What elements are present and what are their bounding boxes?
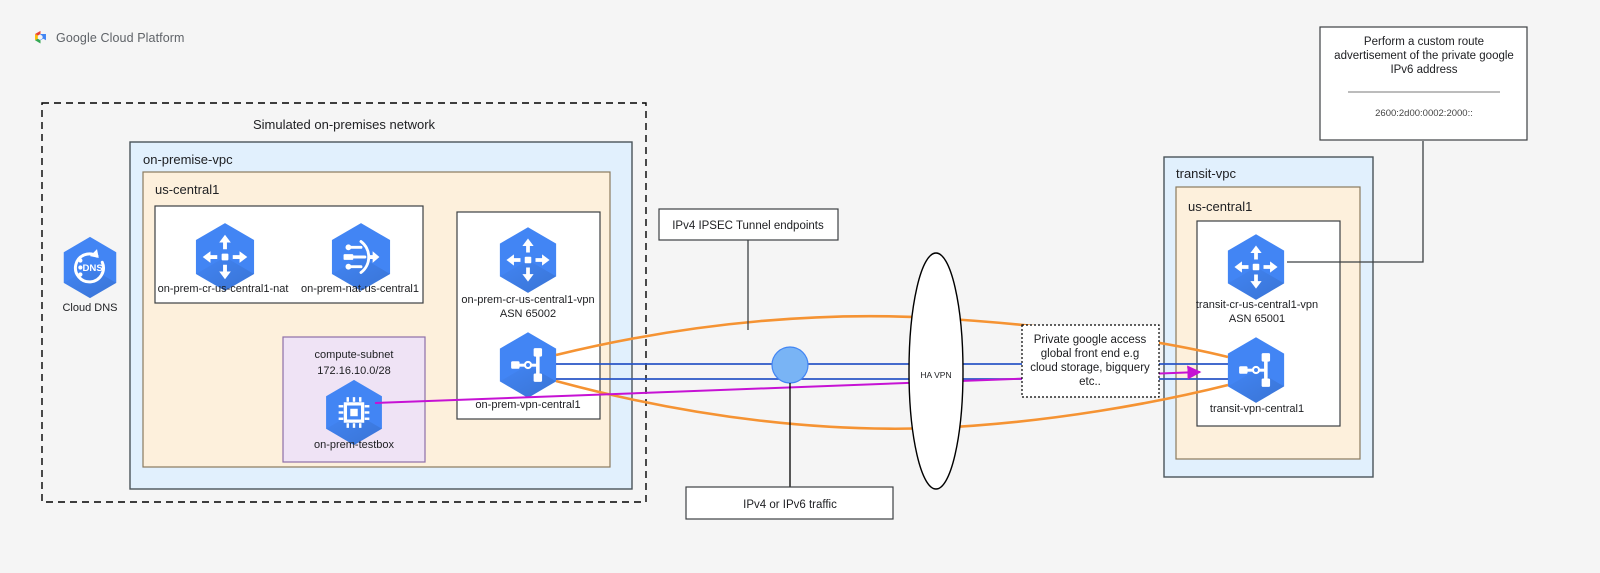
node-on-prem-cr-nat[interactable]: on-prem-cr-us-central1-nat	[158, 223, 289, 295]
transit-cr-vpn-label: transit-cr-us-central1-vpn	[1196, 299, 1318, 311]
node-on-prem-testbox[interactable]: on-prem-testbox	[314, 379, 395, 451]
private-google-access-note	[1021, 324, 1160, 398]
pga-line-4: etc..	[1079, 376, 1101, 388]
node-on-prem-nat[interactable]: on-prem-nat-us-central1	[301, 222, 419, 295]
cloud-dns-icon	[62, 236, 118, 299]
pga-line-2: global front end e.g	[1041, 348, 1139, 360]
on-prem-vpn-gateway-label: on-prem-vpn-central1	[475, 399, 580, 411]
transit-cr-vpn-asn: ASN 65001	[1229, 313, 1285, 325]
ha-vpn-boundary	[908, 252, 964, 490]
simulated-on-premises-boundary	[41, 102, 647, 503]
custom-route-address: 2600:2d00:0002:2000::	[1375, 108, 1473, 119]
ipsec-note-box	[658, 208, 839, 241]
on-premise-vpc-label: on-premise-vpc	[143, 152, 233, 167]
node-transit-cr-vpn[interactable]: transit-cr-us-central1-vpn ASN 65001	[1196, 234, 1318, 325]
compute-subnet-name: compute-subnet	[315, 349, 394, 361]
google-cloud-logo-icon	[35, 30, 46, 44]
tunnel-endpoint-marker[interactable]	[771, 346, 809, 384]
pga-line-3: cloud storage, bigquery	[1030, 362, 1150, 374]
on-premise-region-label: us-central1	[155, 182, 219, 197]
on-prem-nat-label: on-prem-nat-us-central1	[301, 283, 419, 295]
on-prem-cr-vpn-label: on-prem-cr-us-central1-vpn	[461, 294, 594, 306]
compute-subnet-cidr: 172.16.10.0/28	[317, 365, 390, 377]
gcp-brand: Google Cloud Platform	[32, 29, 185, 46]
on-prem-testbox-label: on-prem-testbox	[314, 439, 395, 451]
node-transit-vpn-gateway[interactable]: transit-vpn-central1	[1210, 337, 1304, 415]
on-prem-cr-nat-label: on-prem-cr-us-central1-nat	[158, 283, 289, 295]
traffic-note-box	[685, 486, 894, 520]
gcp-wordmark: Google Cloud Platform	[56, 30, 185, 45]
simulated-on-premises-label: Simulated on-premises network	[253, 117, 436, 132]
ha-vpn-label: HA VPN	[920, 370, 951, 380]
custom-route-note-leader	[1287, 141, 1424, 263]
transit-region-label: us-central1	[1188, 199, 1252, 214]
transit-vpn-gateway-label: transit-vpn-central1	[1210, 403, 1304, 415]
custom-route-note-box	[1319, 26, 1528, 141]
transit-vpc-label: transit-vpc	[1176, 166, 1236, 181]
ipsec-note-label: IPv4 IPSEC Tunnel endpoints	[672, 220, 824, 232]
on-prem-cr-vpn-asn: ASN 65002	[500, 308, 556, 320]
custom-route-line-2: advertisement of the private google	[1334, 50, 1514, 62]
traffic-note-label: IPv4 or IPv6 traffic	[743, 499, 837, 511]
custom-route-line-1: Perform a custom route	[1364, 36, 1484, 48]
cloud-dns-label: Cloud DNS	[62, 302, 117, 314]
pga-line-1: Private google access	[1034, 334, 1147, 346]
node-cloud-dns[interactable]: Cloud DNS	[62, 236, 118, 314]
node-on-prem-cr-vpn[interactable]: on-prem-cr-us-central1-vpn ASN 65002	[461, 227, 595, 320]
custom-route-line-3: IPv6 address	[1390, 64, 1457, 76]
node-on-prem-vpn-gateway[interactable]: on-prem-vpn-central1	[475, 332, 581, 411]
